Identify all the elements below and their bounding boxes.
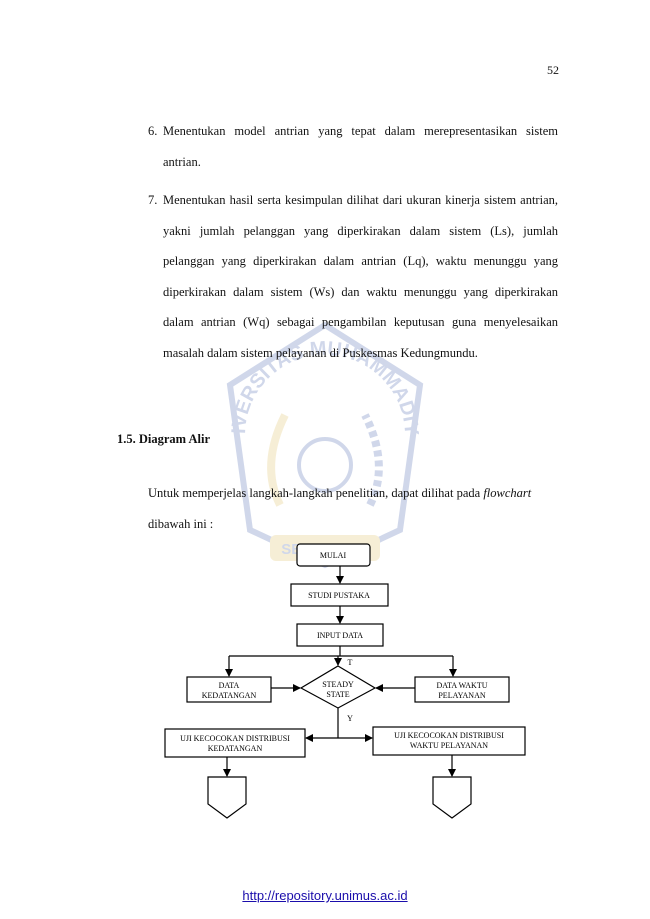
uji-kedatangan-label-line1: UJI KECOCOKAN DISTRIBUSI [180, 734, 290, 743]
data-waktu-label-line1: DATA WAKTU [437, 681, 488, 690]
repository-link[interactable]: http://repository.unimus.ac.id [242, 888, 408, 903]
offpage-connector-left [207, 776, 247, 819]
data-waktu-label-line2: PELAYANAN [438, 691, 485, 700]
uji-pelayanan-box [372, 726, 526, 756]
data-kedatangan-label-line1: DATA [219, 681, 240, 690]
list-item-number: 6. [148, 124, 158, 138]
mulai-box [296, 543, 371, 567]
studi-pustaka-label: STUDI PUSTAKA [308, 591, 370, 600]
intro-text-before: Untuk memperjelas langkah-langkah peneli… [148, 486, 484, 500]
list-item-text: Menentukan hasil serta kesimpulan diliha… [163, 193, 558, 360]
label-y: Y [347, 714, 353, 723]
data-kedatangan-box [186, 676, 272, 703]
data-waktu-pelayanan-box [414, 676, 510, 703]
steady-state-label-line1: STEADY [322, 680, 354, 689]
input-data-label: INPUT DATA [317, 631, 363, 640]
label-t: T [348, 658, 353, 667]
intro-paragraph: Untuk memperjelas langkah-langkah peneli… [148, 478, 558, 539]
list-item-text: Menentukan model antrian yang tepat dala… [163, 124, 558, 169]
intro-text-italic: flowchart [483, 486, 532, 500]
mulai-label: MULAI [320, 551, 347, 560]
data-kedatangan-label-line2: KEDATANGAN [202, 691, 257, 700]
list-item-number: 7. [148, 193, 158, 207]
logo-wheat-left [267, 413, 289, 507]
steady-state-label-line2: STATE [326, 690, 349, 699]
logo-center-seal [297, 437, 353, 493]
list-item-7: 7. Menentukan hasil serta kesimpulan dil… [148, 185, 558, 368]
offpage-connector-right [432, 776, 472, 819]
logo-leaves-right [361, 413, 383, 507]
uji-pelayanan-label-line1: UJI KECOCOKAN DISTRIBUSI [394, 731, 504, 740]
uji-pelayanan-label-line2: WAKTU PELAYANAN [410, 741, 488, 750]
intro-text-after: dibawah ini : [148, 516, 214, 531]
section-heading: 1.5. Diagram Alir [117, 432, 211, 446]
list-item-6: 6. Menentukan model antrian yang tepat d… [148, 116, 558, 177]
page-number: 52 [547, 63, 559, 77]
uji-kedatangan-box [164, 728, 306, 758]
uji-kedatangan-label-line2: KEDATANGAN [208, 744, 263, 753]
